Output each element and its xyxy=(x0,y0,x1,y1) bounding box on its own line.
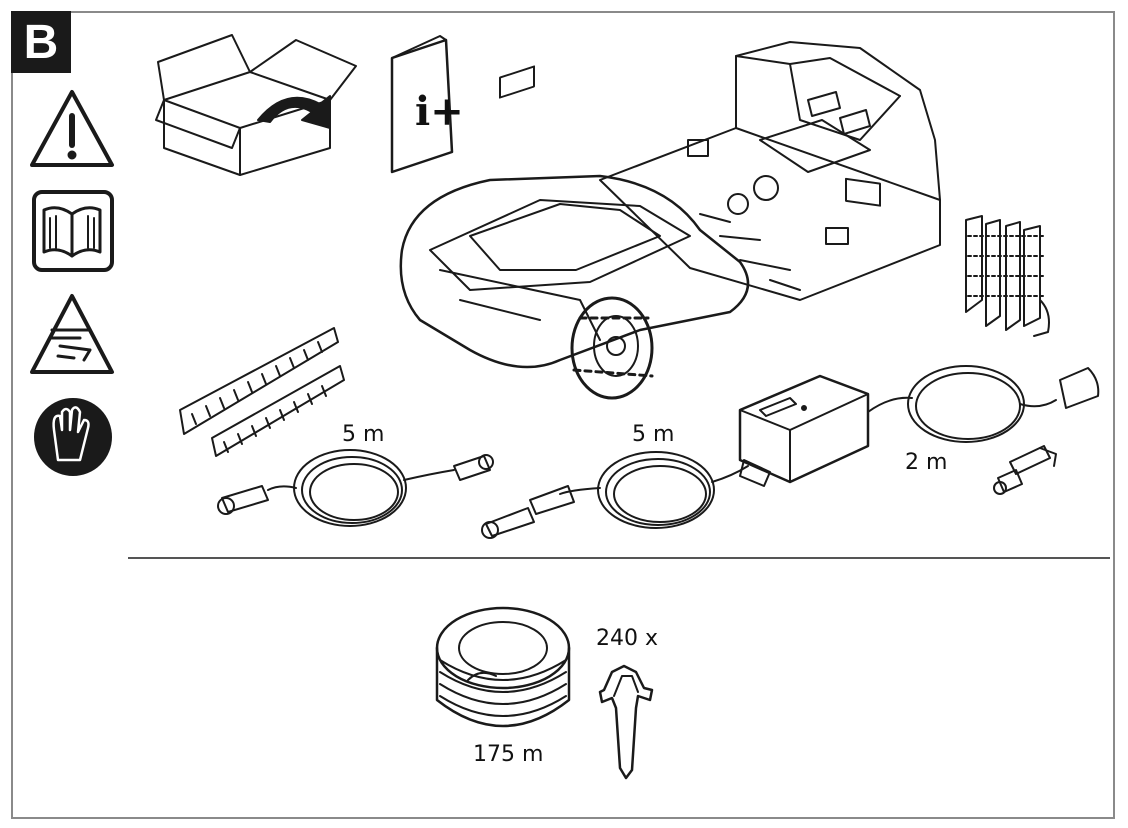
charging-station xyxy=(600,42,940,300)
cable-right-length-label: 2 m xyxy=(905,450,947,475)
power-cable-middle xyxy=(482,452,748,538)
warning-icon xyxy=(32,92,112,165)
wire-length-label: 175 m xyxy=(473,742,543,767)
cable-mid-length-label: 5 m xyxy=(632,422,674,447)
hand-crush-warning-icon xyxy=(32,296,112,372)
open-box-icon xyxy=(156,35,356,175)
section-divider xyxy=(128,557,1110,559)
manual-book-icon xyxy=(34,192,112,270)
power-cable-right xyxy=(868,366,1098,442)
cable-left-length-label: 5 m xyxy=(342,422,384,447)
ground-peg xyxy=(600,666,652,778)
power-supply-unit xyxy=(740,376,868,486)
measuring-rulers xyxy=(180,328,344,456)
boundary-wire-coil xyxy=(437,608,569,726)
wire-connector xyxy=(994,446,1056,494)
pegs-count-label: 240 x xyxy=(596,626,658,651)
screws-and-dowels xyxy=(966,216,1049,336)
info-sheet-glyph: i+ xyxy=(415,88,464,135)
extension-cable-left xyxy=(218,450,493,526)
gloves-icon xyxy=(35,399,111,475)
